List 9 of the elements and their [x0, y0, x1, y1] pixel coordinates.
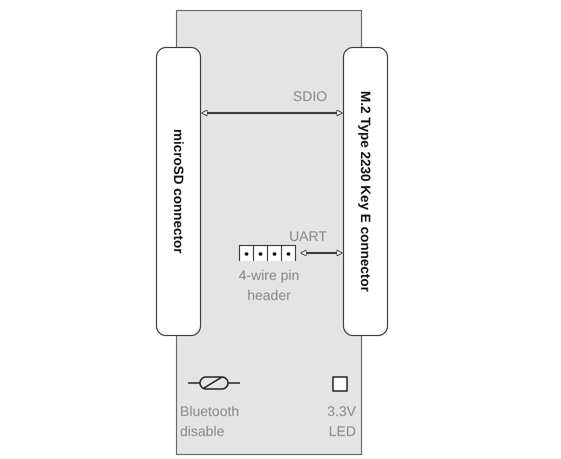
component-label: 3.3V LED [326, 402, 356, 441]
edge-label: SDIO [292, 87, 328, 106]
edge-label: UART [289, 227, 327, 246]
connector-box: M.2 Type 2230 Key E connector [343, 47, 388, 336]
double-arrow [300, 250, 344, 256]
component-label: 4-wire pin header [238, 266, 300, 305]
connector-box: microSD connector [156, 47, 201, 336]
component-label: Bluetooth disable [180, 402, 240, 441]
double-arrow [200, 110, 344, 116]
